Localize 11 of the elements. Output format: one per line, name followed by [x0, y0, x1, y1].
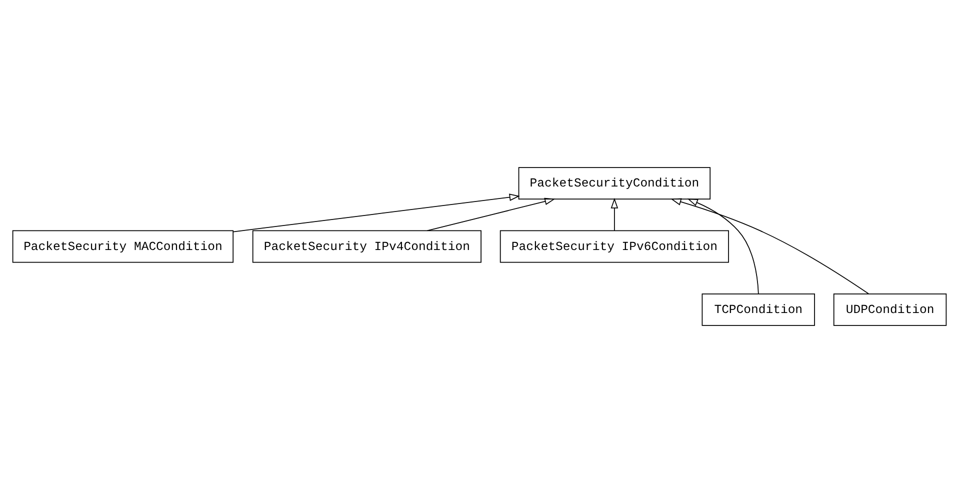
arrow	[687, 198, 759, 294]
node-box: PacketSecurityCondition	[518, 167, 711, 200]
node-box: TCPCondition	[702, 293, 815, 326]
node-box: PacketSecurity IPv4Condition	[252, 230, 482, 263]
node-box: UDPCondition	[833, 293, 947, 326]
arrow	[426, 198, 556, 232]
arrow	[610, 198, 618, 231]
arrow	[670, 198, 870, 294]
arrow	[232, 194, 520, 232]
node-box: PacketSecurity MACCondition	[12, 230, 234, 263]
node-box: PacketSecurity IPv6Condition	[500, 230, 729, 263]
